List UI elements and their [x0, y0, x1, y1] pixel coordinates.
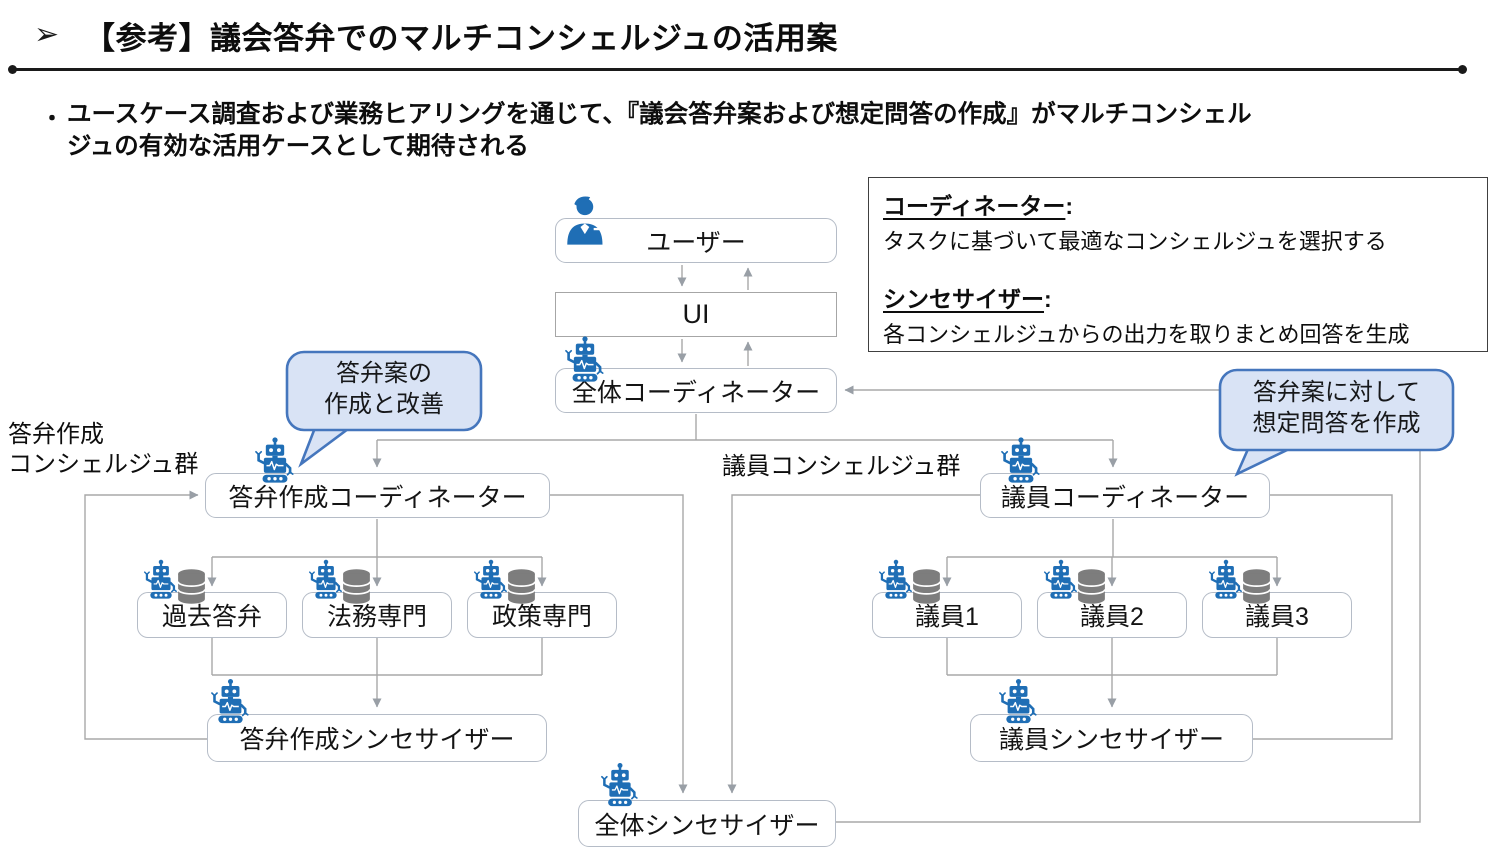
node-giin3-label: 議員3 [1245, 603, 1309, 631]
robot-icon [600, 762, 640, 809]
group-label-toben: 答弁作成 コンシェルジュ群 [8, 420, 198, 480]
legend-desc-synthesizer: 各コンシェルジュからの出力を取りまとめ回答を生成 [883, 322, 1410, 347]
bullet-text: ユースケース調査および業務ヒアリングを通じて、『議会答弁案および想定問答の作成』… [67, 99, 1447, 163]
legend-desc-coordinator: タスクに基づいて最適なコンシェルジュを選択する [883, 229, 1387, 254]
node-global-coordinator: 全体コーディネーター [555, 368, 837, 413]
robot-icon [308, 558, 344, 602]
robot-icon [1000, 436, 1042, 486]
node-homu-senmon: 法務専門 [302, 592, 452, 638]
title-divider [12, 68, 1464, 71]
node-toben-synthesizer-label: 答弁作成シンセサイザー [239, 726, 515, 754]
node-user-label: ユーザー [646, 228, 746, 257]
robot-icon [878, 558, 914, 602]
bullet-line-1: ユースケース調査および業務ヒアリングを通じて、『議会答弁案および想定問答の作成』… [67, 101, 1252, 128]
node-giin-coordinator-label: 議員コーディネーター [1000, 483, 1250, 512]
robot-icon [998, 678, 1039, 726]
node-seisaku-senmon-label: 政策専門 [491, 603, 592, 631]
robot-icon [210, 678, 251, 726]
group-label-toben-line2: コンシェルジュ群 [8, 451, 199, 478]
person-icon [562, 194, 606, 246]
database-icon [506, 568, 537, 605]
node-global-synthesizer: 全体シンセサイザー [578, 800, 836, 847]
callout-giin-bubble [1218, 368, 1455, 477]
legend-term-synthesizer: シンセサイザー: [883, 280, 1473, 314]
page-title: 【参考】議会答弁でのマルチコンシェルジュの活用案 [84, 21, 838, 56]
node-ui-label: UI [682, 299, 710, 329]
callout-giin-line1: 答弁案に対して [1252, 379, 1421, 406]
robot-icon [564, 335, 606, 385]
callout-toben-text: 答弁案の 作成と改善 [287, 358, 481, 420]
robot-icon [473, 558, 509, 602]
arrowhead-icon: ➢ [34, 18, 60, 51]
node-global-synthesizer-label: 全体シンセサイザー [594, 811, 820, 840]
database-icon [176, 568, 207, 605]
legend-term-coordinator: コーディネーター: [883, 187, 1473, 221]
callout-giin-text: 答弁案に対して 想定問答を作成 [1220, 377, 1453, 439]
group-label-giin: 議員コンシェルジュ群 [722, 453, 961, 480]
legend-item-synthesizer: シンセサイザー: 各コンシェルジュからの出力を取りまとめ回答を生成 [883, 280, 1473, 349]
node-seisaku-senmon: 政策専門 [467, 592, 617, 638]
node-homu-senmon-label: 法務専門 [326, 603, 427, 631]
legend-term-colon: : [1065, 193, 1074, 219]
legend-box: コーディネーター: タスクに基づいて最適なコンシェルジュを選択する シンセサイザ… [868, 177, 1488, 352]
callout-toben-line2: 作成と改善 [324, 391, 444, 418]
bullet-line-2: ジュの有効な活用ケースとして期待される [67, 133, 529, 160]
database-icon [341, 568, 372, 605]
group-label-toben-line1: 答弁作成 [8, 421, 104, 448]
node-giin1: 議員1 [872, 592, 1022, 638]
divider-right-dot [1458, 65, 1467, 74]
legend-item-coordinator: コーディネーター: タスクに基づいて最適なコンシェルジュを選択する [883, 187, 1473, 256]
node-kako-toben-label: 過去答弁 [161, 603, 262, 631]
callout-toben-line1: 答弁案の [336, 360, 432, 387]
node-giin2: 議員2 [1037, 592, 1187, 638]
callout-giin-line2: 想定問答を作成 [1252, 410, 1421, 437]
legend-term-text: コーディネーター [883, 193, 1066, 219]
bullet-marker: ・ [41, 106, 64, 131]
database-icon [911, 568, 942, 605]
node-toben-synthesizer: 答弁作成シンセサイザー [207, 714, 547, 762]
node-global-coordinator-label: 全体コーディネーター [571, 378, 821, 407]
robot-icon [143, 558, 179, 602]
node-giin1-label: 議員1 [915, 603, 979, 631]
callout-toben-bubble [285, 350, 483, 468]
node-giin-synthesizer: 議員シンセサイザー [970, 714, 1253, 762]
node-ui: UI [555, 292, 837, 337]
divider-left-dot [8, 65, 17, 74]
robot-icon [1043, 558, 1079, 602]
robot-icon [1208, 558, 1244, 602]
database-icon [1076, 568, 1107, 605]
node-toben-coordinator: 答弁作成コーディネーター [205, 473, 550, 518]
legend-term-text: シンセサイザー [883, 286, 1044, 312]
node-kako-toben: 過去答弁 [137, 592, 287, 638]
node-giin-synthesizer-label: 議員シンセサイザー [998, 726, 1224, 754]
legend-term-colon: : [1044, 286, 1052, 312]
node-toben-coordinator-label: 答弁作成コーディネーター [228, 483, 527, 512]
database-icon [1241, 568, 1272, 605]
node-giin3: 議員3 [1202, 592, 1352, 638]
node-giin2-label: 議員2 [1080, 603, 1144, 631]
